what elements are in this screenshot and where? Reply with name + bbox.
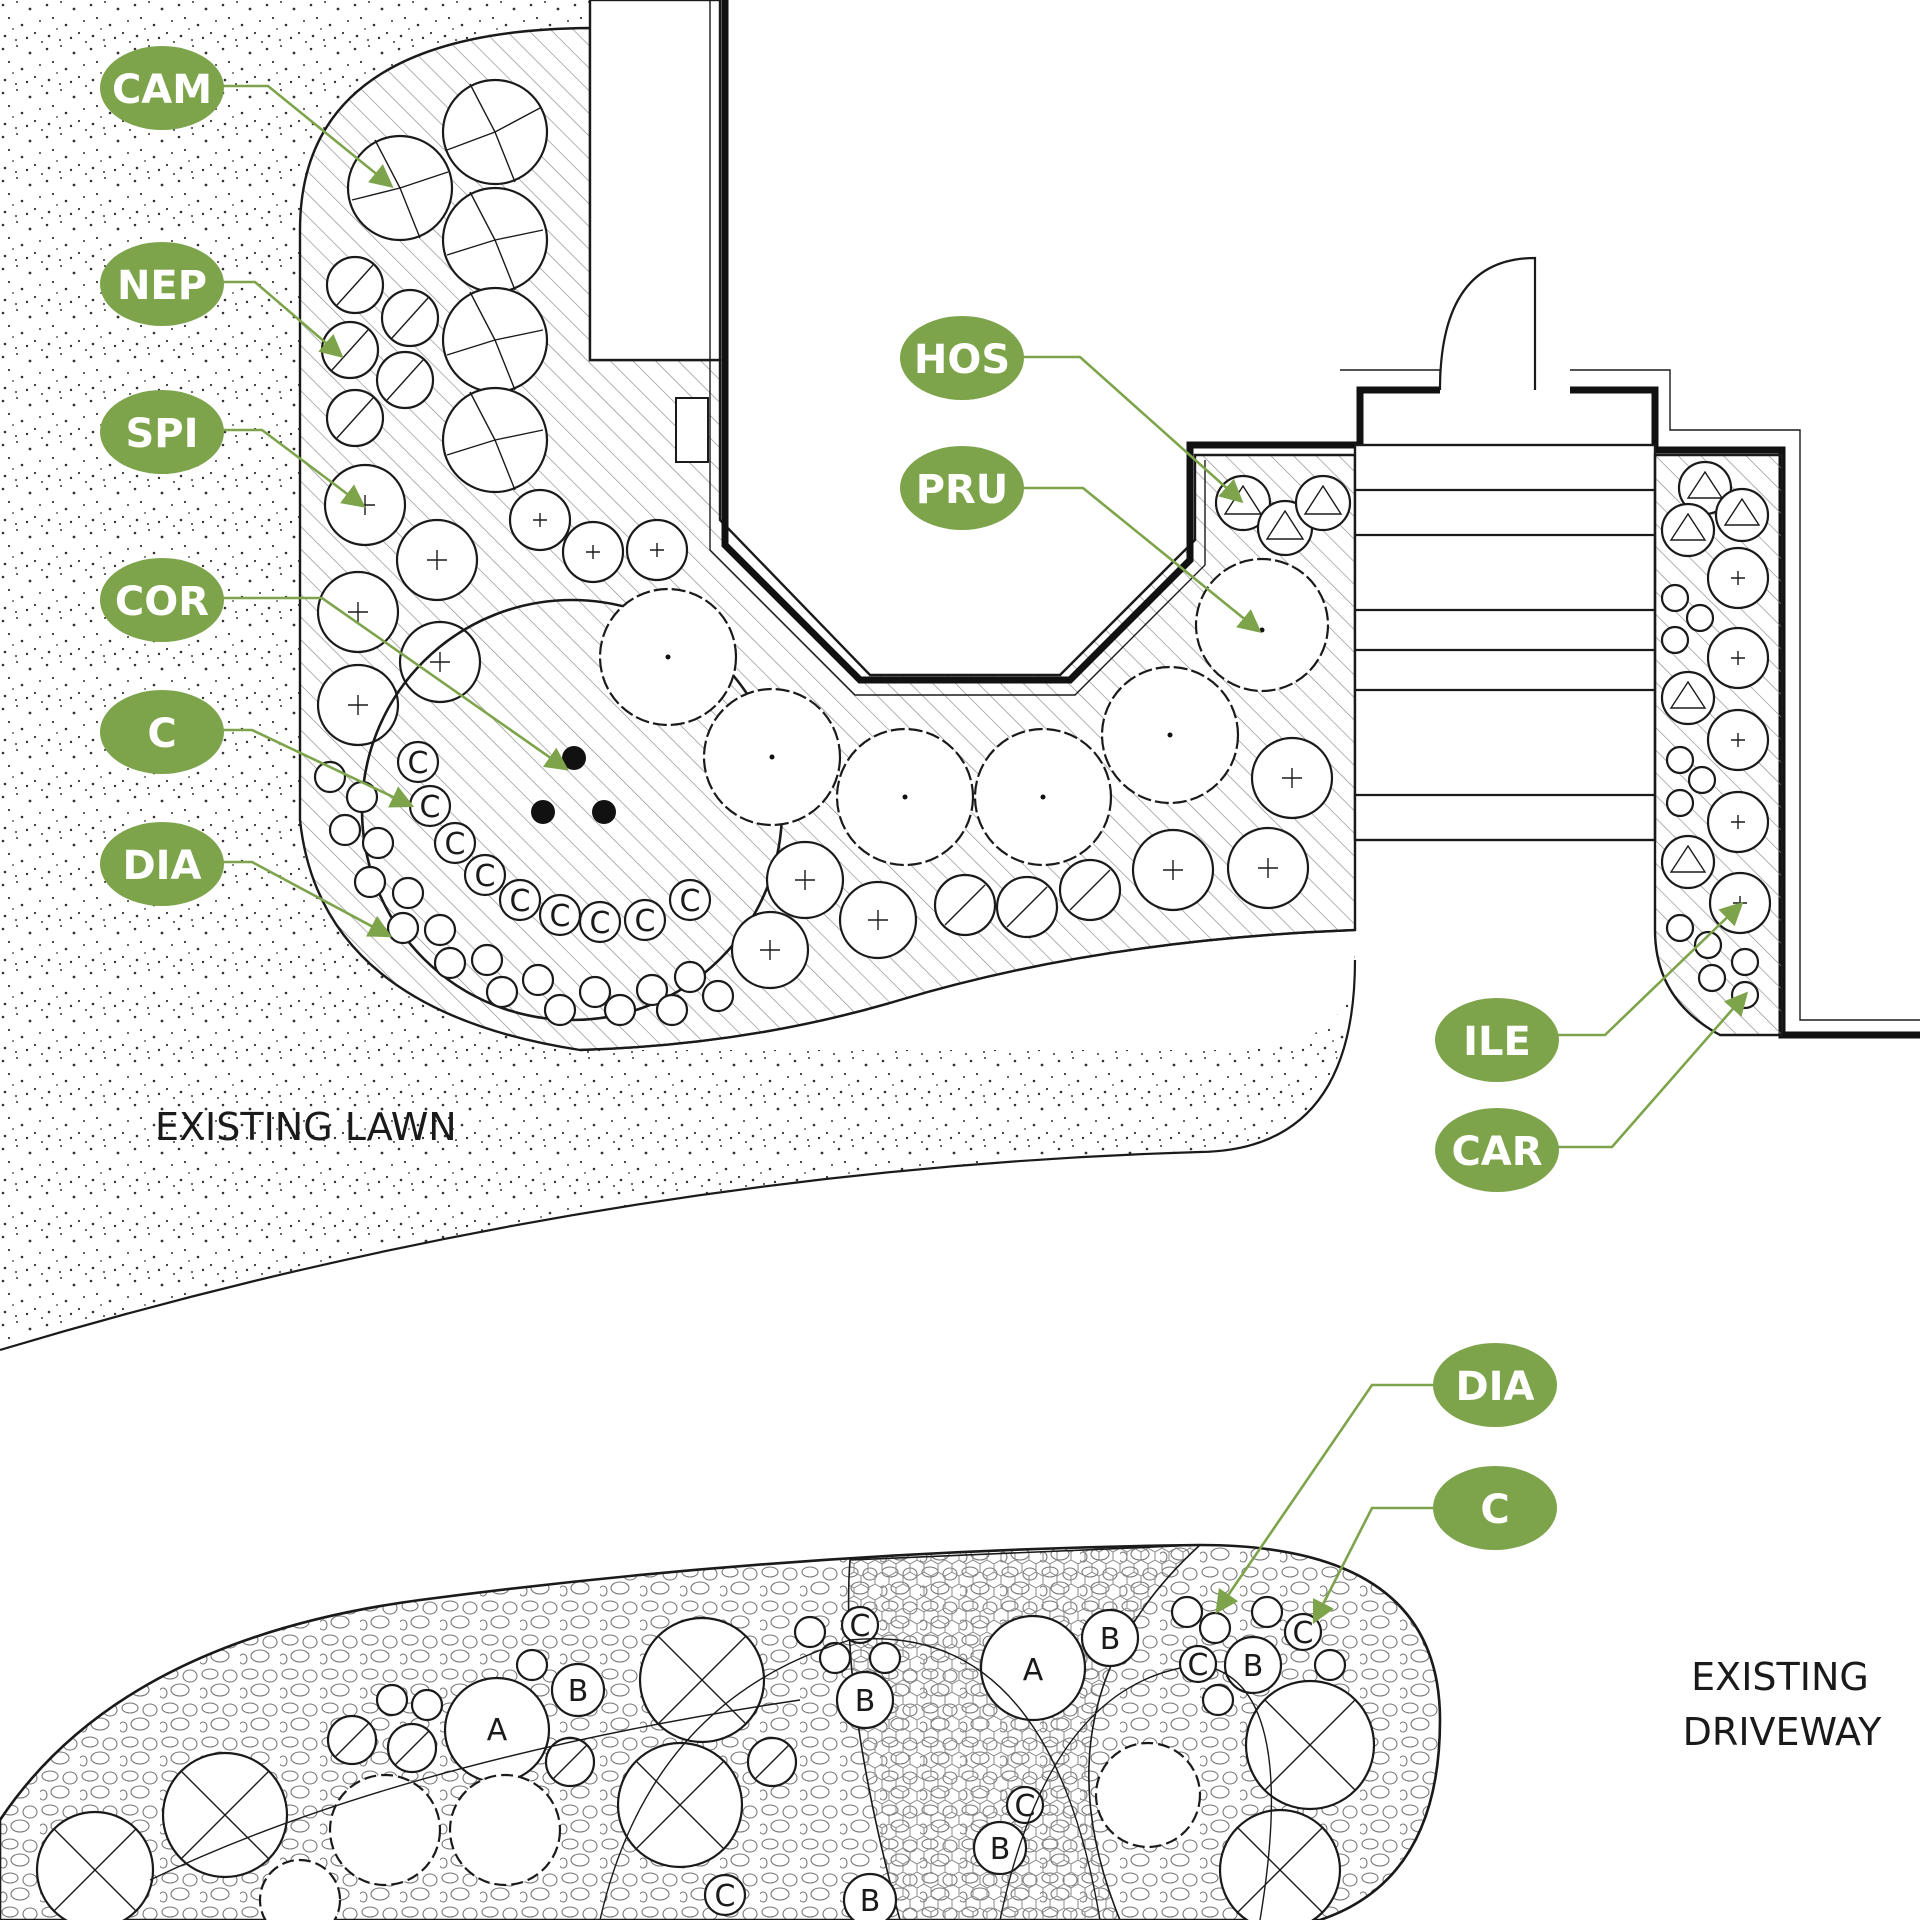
dianthus-plants — [313, 760, 735, 1027]
label-c-top-text: C — [147, 711, 176, 757]
label-nep[interactable]: NEP — [100, 242, 224, 326]
label-cam-text: CAM — [112, 67, 212, 113]
label-c-bottom[interactable]: C — [1433, 1466, 1557, 1550]
c-symbol: C — [590, 906, 611, 941]
existing-driveway-label-2: DRIVEWAY — [1683, 1710, 1882, 1754]
label-pru[interactable]: PRU — [900, 446, 1024, 530]
existing-lawn-label: EXISTING LAWN — [155, 1105, 457, 1149]
label-ile-text: ILE — [1463, 1019, 1531, 1065]
c-symbol: C — [408, 746, 429, 781]
label-c-bottom-text: C — [1480, 1487, 1509, 1533]
label-car[interactable]: CAR — [1435, 1108, 1559, 1192]
label-c-top[interactable]: C — [100, 690, 224, 774]
b-symbol: B — [990, 1832, 1011, 1867]
lower-bed-plants — [35, 1595, 1376, 1920]
b-symbol: B — [568, 1674, 589, 1709]
c-symbol: C — [680, 884, 701, 919]
c-symbol: C — [850, 1609, 871, 1644]
label-dia-top[interactable]: DIA — [100, 822, 224, 906]
label-cor[interactable]: COR — [100, 558, 224, 642]
camellia-shrubs — [346, 78, 549, 494]
hosta-plants — [1214, 474, 1352, 557]
c-plants-arc: C C C C C C C C C — [396, 740, 712, 944]
prunus-shrubs — [598, 557, 1330, 867]
c-symbol: C — [510, 884, 531, 919]
label-spi-text: SPI — [125, 411, 198, 457]
b-symbol: B — [860, 1884, 881, 1919]
c-symbol: C — [475, 859, 496, 894]
b-symbol: B — [1243, 1649, 1264, 1684]
label-dia-top-text: DIA — [122, 843, 201, 889]
lawn-edge-lower — [0, 959, 1357, 1352]
c-symbol: C — [420, 790, 441, 825]
a-symbol: A — [487, 1713, 508, 1748]
label-nep-text: NEP — [117, 263, 207, 309]
lower-bed-letters: A A B B B B B B C C C C C C C — [487, 1609, 1323, 1919]
c-symbol: C — [550, 899, 571, 934]
label-car-text: CAR — [1451, 1129, 1542, 1175]
c-symbol: C — [1015, 1789, 1036, 1824]
a-symbol: A — [1023, 1653, 1044, 1688]
label-cor-text: COR — [115, 579, 209, 625]
spiraea-shrubs — [316, 463, 689, 747]
label-leaders — [222, 84, 1749, 1625]
b-symbol: B — [1100, 1622, 1121, 1657]
c-symbol: C — [445, 827, 466, 862]
label-spi[interactable]: SPI — [100, 390, 224, 474]
label-dia-bottom[interactable]: DIA — [1433, 1343, 1557, 1427]
label-hos-text: HOS — [914, 337, 1010, 383]
bed-edge — [579, 928, 1356, 1052]
existing-driveway-label-1: EXISTING — [1691, 1655, 1869, 1699]
c-symbol: C — [715, 1879, 736, 1914]
b-symbol: B — [855, 1684, 876, 1719]
house-outline — [588, 0, 1920, 1039]
label-hos[interactable]: HOS — [900, 316, 1024, 400]
c-symbol: C — [1188, 1648, 1209, 1683]
existing-lawn-area — [0, 0, 1355, 1350]
c-symbol: C — [1293, 1616, 1314, 1651]
label-cam[interactable]: CAM — [100, 46, 224, 130]
lower-row-shrubs — [730, 736, 1334, 990]
label-pru-text: PRU — [916, 467, 1009, 513]
label-ile[interactable]: ILE — [1435, 998, 1559, 1082]
label-dia-bottom-text: DIA — [1455, 1364, 1534, 1410]
c-symbol: C — [635, 904, 656, 939]
